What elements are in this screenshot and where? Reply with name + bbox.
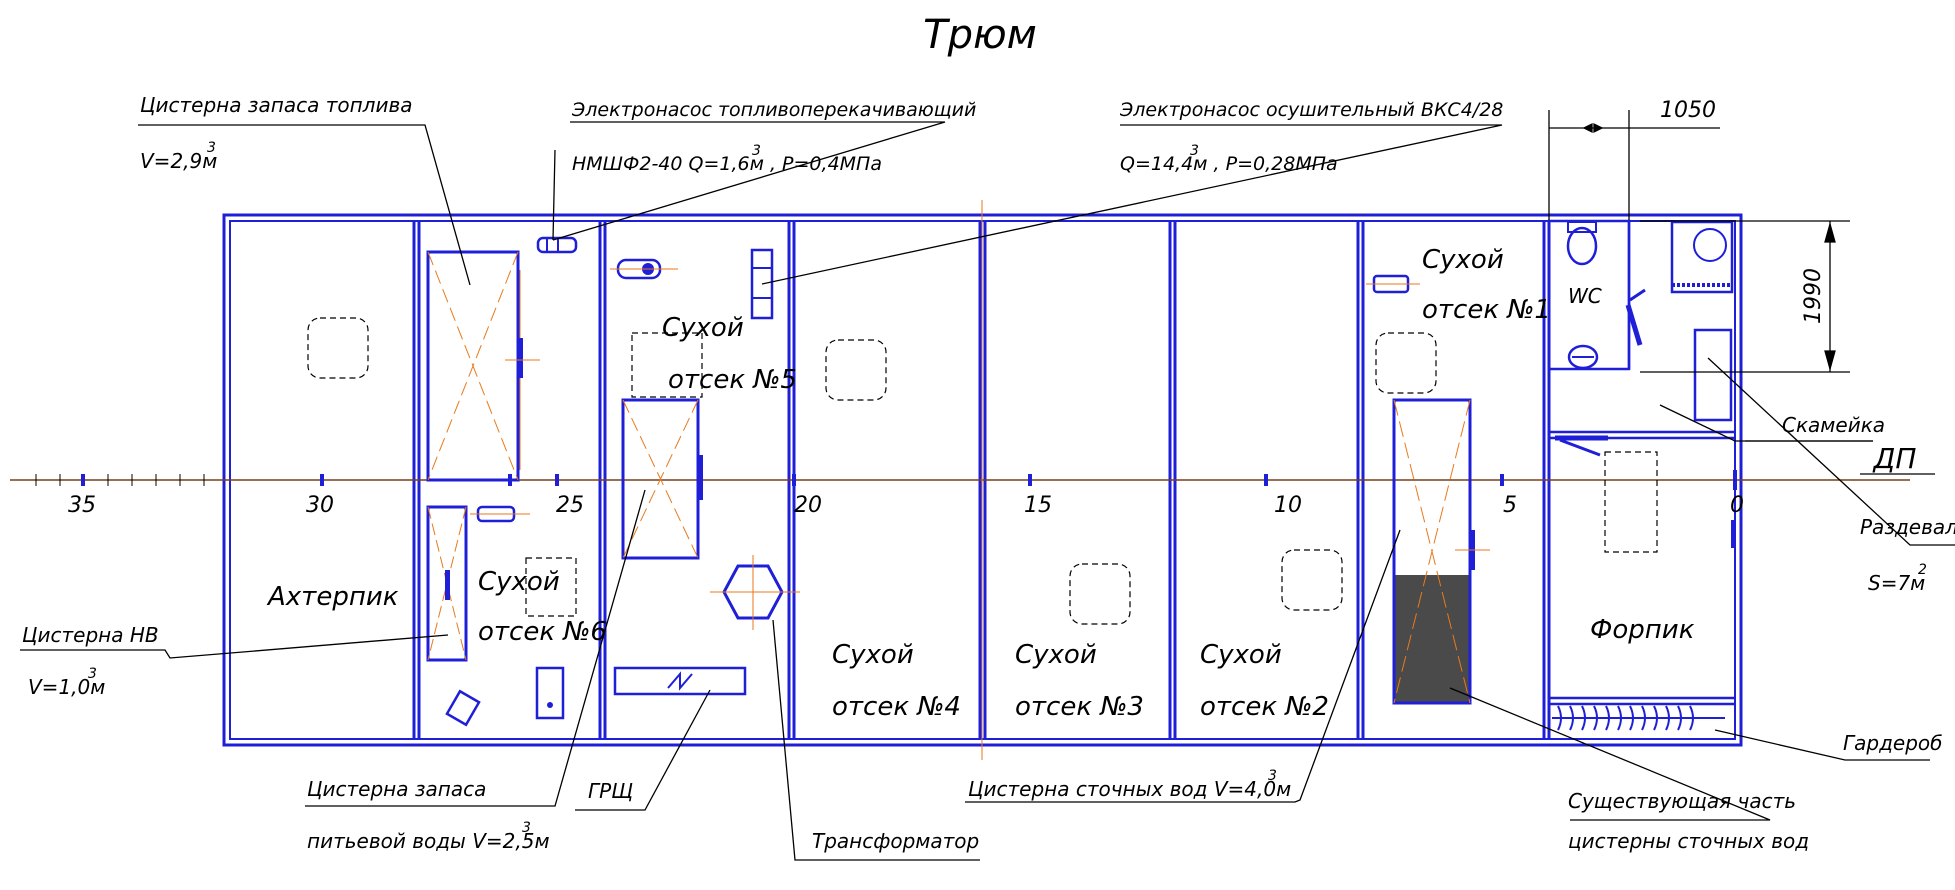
dry4-label-line1: Сухой: [832, 640, 914, 670]
callout-fuel-pump-line2: НМШФ2-40 Q=1,6м , P=0,4МПа: [572, 153, 882, 175]
frame-number: 5: [1503, 493, 1517, 518]
transformer-icon: [710, 555, 800, 630]
callout-water-tank-line2: питьевой воды V=2,5м: [307, 829, 550, 853]
dry4-label-line2: отсек №4: [832, 692, 961, 722]
dry5-label-line1: Сухой: [662, 313, 744, 343]
dry5-label-line2: отсек №5: [668, 365, 797, 395]
pump-compartment1-icon: [1366, 274, 1420, 294]
callout-nv-tank-line2: V=1,0м: [28, 675, 105, 699]
callout-bilge-pump-line1: Электронасос осушительный ВКС4/28: [1119, 99, 1503, 121]
superscript: 3: [1190, 143, 1199, 159]
callout-bilge-pump-line2: Q=14,4м , P=0,28МПа: [1120, 153, 1338, 175]
door-icon: [1625, 288, 1646, 346]
hatches: [307, 317, 1658, 625]
axis-ticks: [35, 474, 205, 486]
superscript: 3: [88, 666, 97, 682]
nv-tank: [426, 505, 468, 662]
forepeak-label: Форпик: [1590, 615, 1695, 645]
dry3-label-line2: отсек №3: [1015, 692, 1144, 722]
frame-number: 15: [1024, 493, 1052, 518]
dry1-label-line2: отсек №1: [1422, 295, 1551, 325]
callout-bench: Скамейка: [1782, 413, 1885, 437]
dry6-label-line1: Сухой: [478, 567, 560, 597]
dry2-label-line2: отсек №2: [1200, 692, 1329, 722]
callout-nv-tank-line1: Цистерна НВ: [22, 623, 159, 647]
superscript: 3: [207, 140, 216, 156]
frame-number: 20: [794, 493, 822, 518]
pump-compartment5-icon: [610, 258, 678, 280]
bench-icon: [1693, 328, 1733, 422]
callout-sewage-tank: Цистерна сточных вод V=4,0м: [968, 777, 1291, 801]
dimension-height-value: 1990: [1801, 268, 1826, 324]
callout-fuel-tank-line1: Цистерна запаса топлива: [140, 93, 412, 117]
frame-number: 35: [68, 493, 96, 518]
washbasin-icon: [1567, 344, 1599, 370]
bilge-pump-icon: [750, 248, 774, 320]
callout-wardrobe: Гардероб: [1843, 731, 1943, 755]
centerline-label: ДП: [1872, 442, 1917, 475]
leader-lines: [20, 121, 1955, 861]
callout-sewage-part-line1: Существующая часть: [1568, 789, 1796, 813]
superscript: 3: [752, 143, 761, 159]
callout-grsh: ГРЩ: [588, 779, 633, 803]
callout-sewage-part-line2: цистерны сточных вод: [1568, 829, 1809, 853]
callout-changing-line2: S=7м: [1868, 571, 1925, 595]
callout-transformer: Трансформатор: [812, 829, 979, 853]
superscript: 2: [1918, 562, 1927, 578]
dry1-label-line1: Сухой: [1422, 245, 1504, 275]
pump-compartment6-icon: [470, 505, 530, 523]
frame-number: 0: [1730, 493, 1744, 518]
small-equipment-icon: [445, 689, 481, 727]
fuel-transfer-pump-icon: [536, 236, 578, 254]
dry6-label-line2: отсек №6: [478, 617, 607, 647]
callout-fuel-pump-line1: Электронасос топливоперекачивающий: [571, 99, 976, 121]
equipment-box-icon: [535, 666, 565, 720]
superscript: 3: [1268, 768, 1277, 784]
wardrobe-hangers-icon: [1552, 705, 1725, 731]
sewage-tank-existing-part: [1394, 575, 1470, 703]
frame-number: 10: [1274, 493, 1302, 518]
callout-fuel-tank-line2: V=2,9м: [140, 149, 217, 173]
equipment-box-dot-icon: [547, 702, 553, 708]
changing-door-icon: [1555, 435, 1608, 457]
frame-numbers: 35 30 25 20 15 10 5 0: [68, 493, 1744, 518]
callout-water-tank-line1: Цистерна запаса: [307, 777, 486, 801]
shower-icon: [1670, 220, 1734, 294]
toilet-icon: [1566, 221, 1598, 266]
frame-number: 25: [556, 493, 584, 518]
callout-changing-line1: Раздевалка: [1860, 515, 1955, 539]
drawing-title: Трюм: [923, 12, 1037, 58]
dimension-1990: [1640, 220, 1850, 373]
fuel-tank: [426, 250, 540, 482]
wc-label: WC: [1568, 284, 1602, 308]
forepeak-wall-marker: [1731, 520, 1736, 548]
afterpeak-label: Ахтерпик: [266, 582, 399, 612]
superscript: 3: [522, 820, 531, 836]
sewage-tank: [1392, 398, 1490, 705]
grsh-panel-icon: [613, 666, 747, 696]
frame-number: 30: [306, 493, 334, 518]
potable-water-tank: [621, 398, 703, 560]
dimension-1050: [1548, 110, 1720, 220]
dry3-label-line1: Сухой: [1015, 640, 1097, 670]
dimension-width-value: 1050: [1660, 98, 1716, 123]
dry2-label-line1: Сухой: [1200, 640, 1282, 670]
